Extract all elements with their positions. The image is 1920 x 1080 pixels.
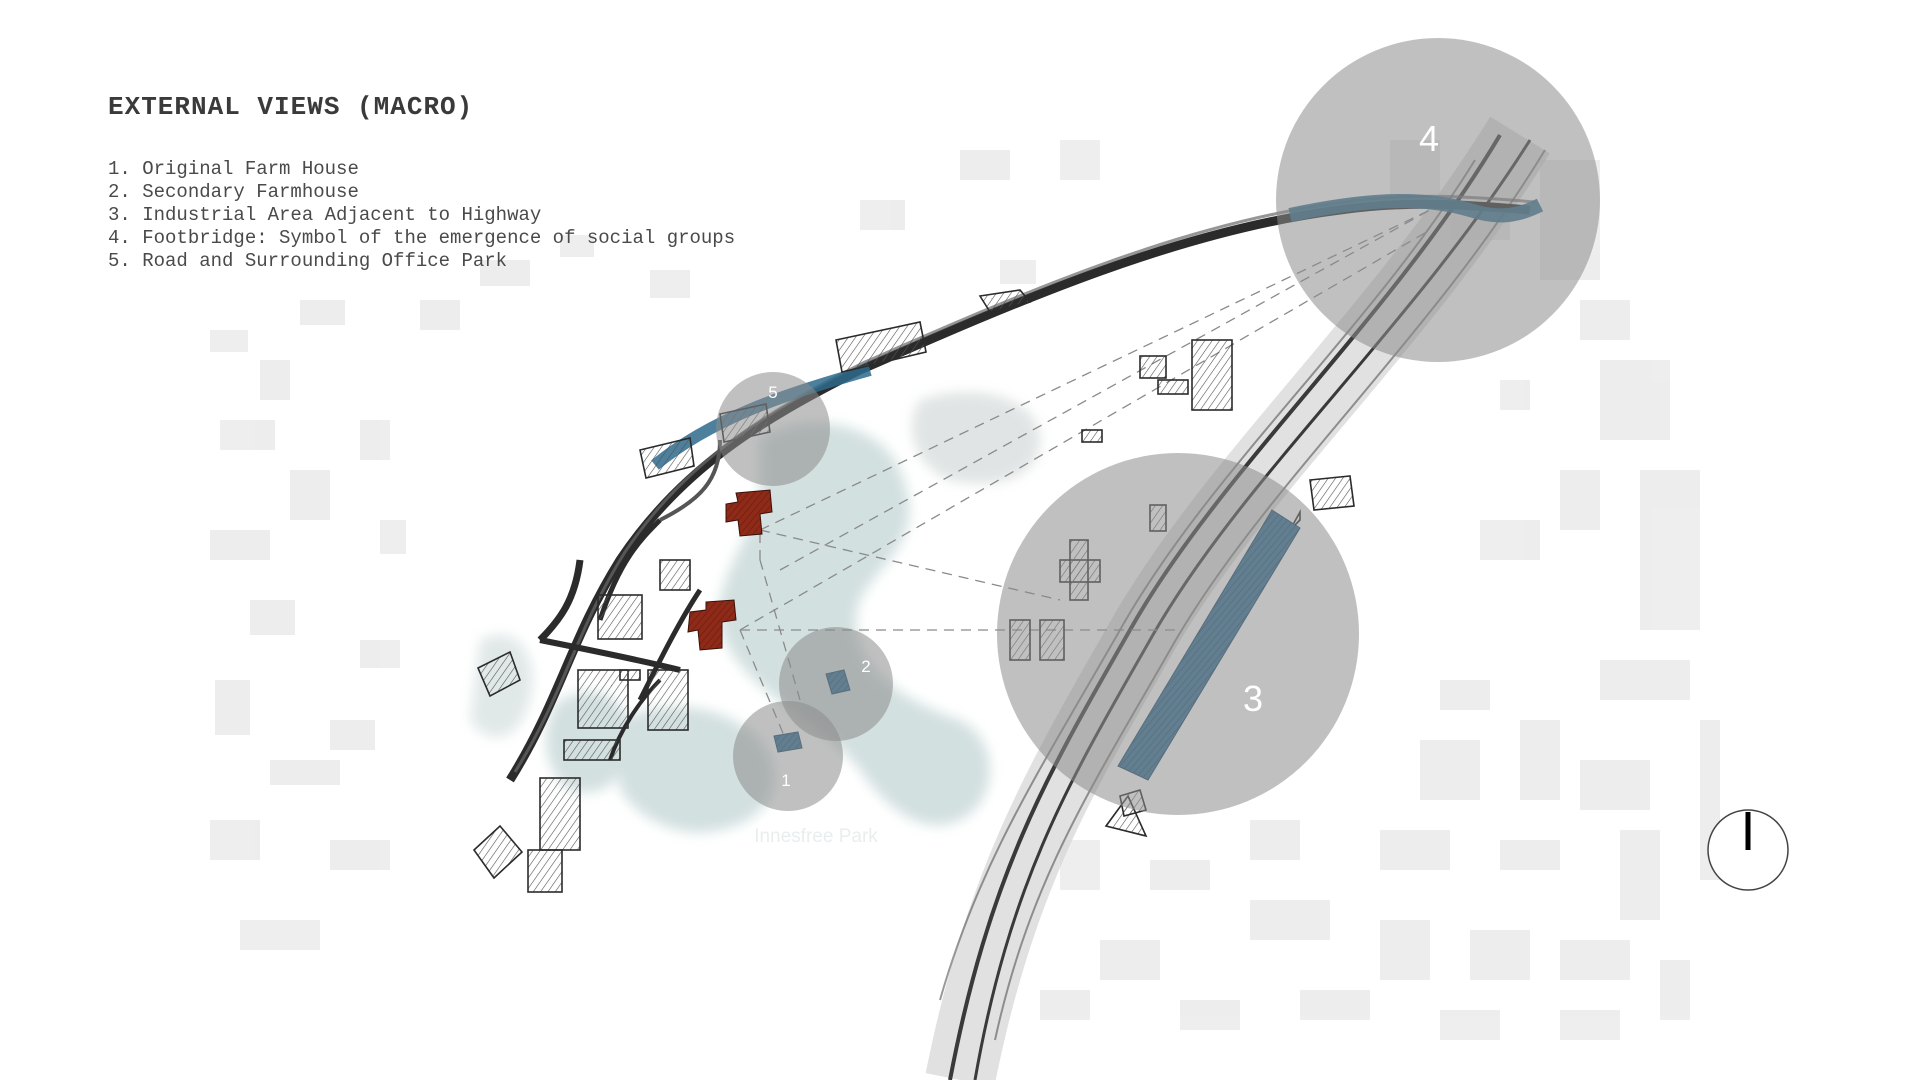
legend-item: 2. Secondary Farmhouse <box>108 181 359 203</box>
viewpoint-label-2: 2 <box>861 657 870 676</box>
viewpoint-label-3: 3 <box>1243 678 1263 719</box>
background-buildings <box>210 140 1720 1040</box>
page-title: EXTERNAL VIEWS (MACRO) <box>108 92 474 122</box>
viewpoint-circle-1 <box>733 701 843 811</box>
legend-item: 5. Road and Surrounding Office Park <box>108 250 508 272</box>
viewpoint-circle-4 <box>1276 38 1600 362</box>
viewpoint-circles <box>716 38 1600 815</box>
viewpoint-circle-3 <box>997 453 1359 815</box>
north-arrow-icon <box>1707 809 1789 891</box>
viewpoint-label-4: 4 <box>1419 118 1439 159</box>
legend-list: 1. Original Farm House 2. Secondary Farm… <box>108 158 735 273</box>
legend-item: 1. Original Farm House <box>108 158 359 180</box>
viewpoint-label-5: 5 <box>768 383 777 402</box>
park-label: Innesfree Park <box>754 826 878 847</box>
viewpoint-label-1: 1 <box>781 771 790 790</box>
farmhouses <box>687 489 773 651</box>
viewpoint-circle-5 <box>716 372 830 486</box>
legend-item: 4. Footbridge: Symbol of the emergence o… <box>108 227 736 249</box>
legend-item: 3. Industrial Area Adjacent to Highway <box>108 204 542 226</box>
